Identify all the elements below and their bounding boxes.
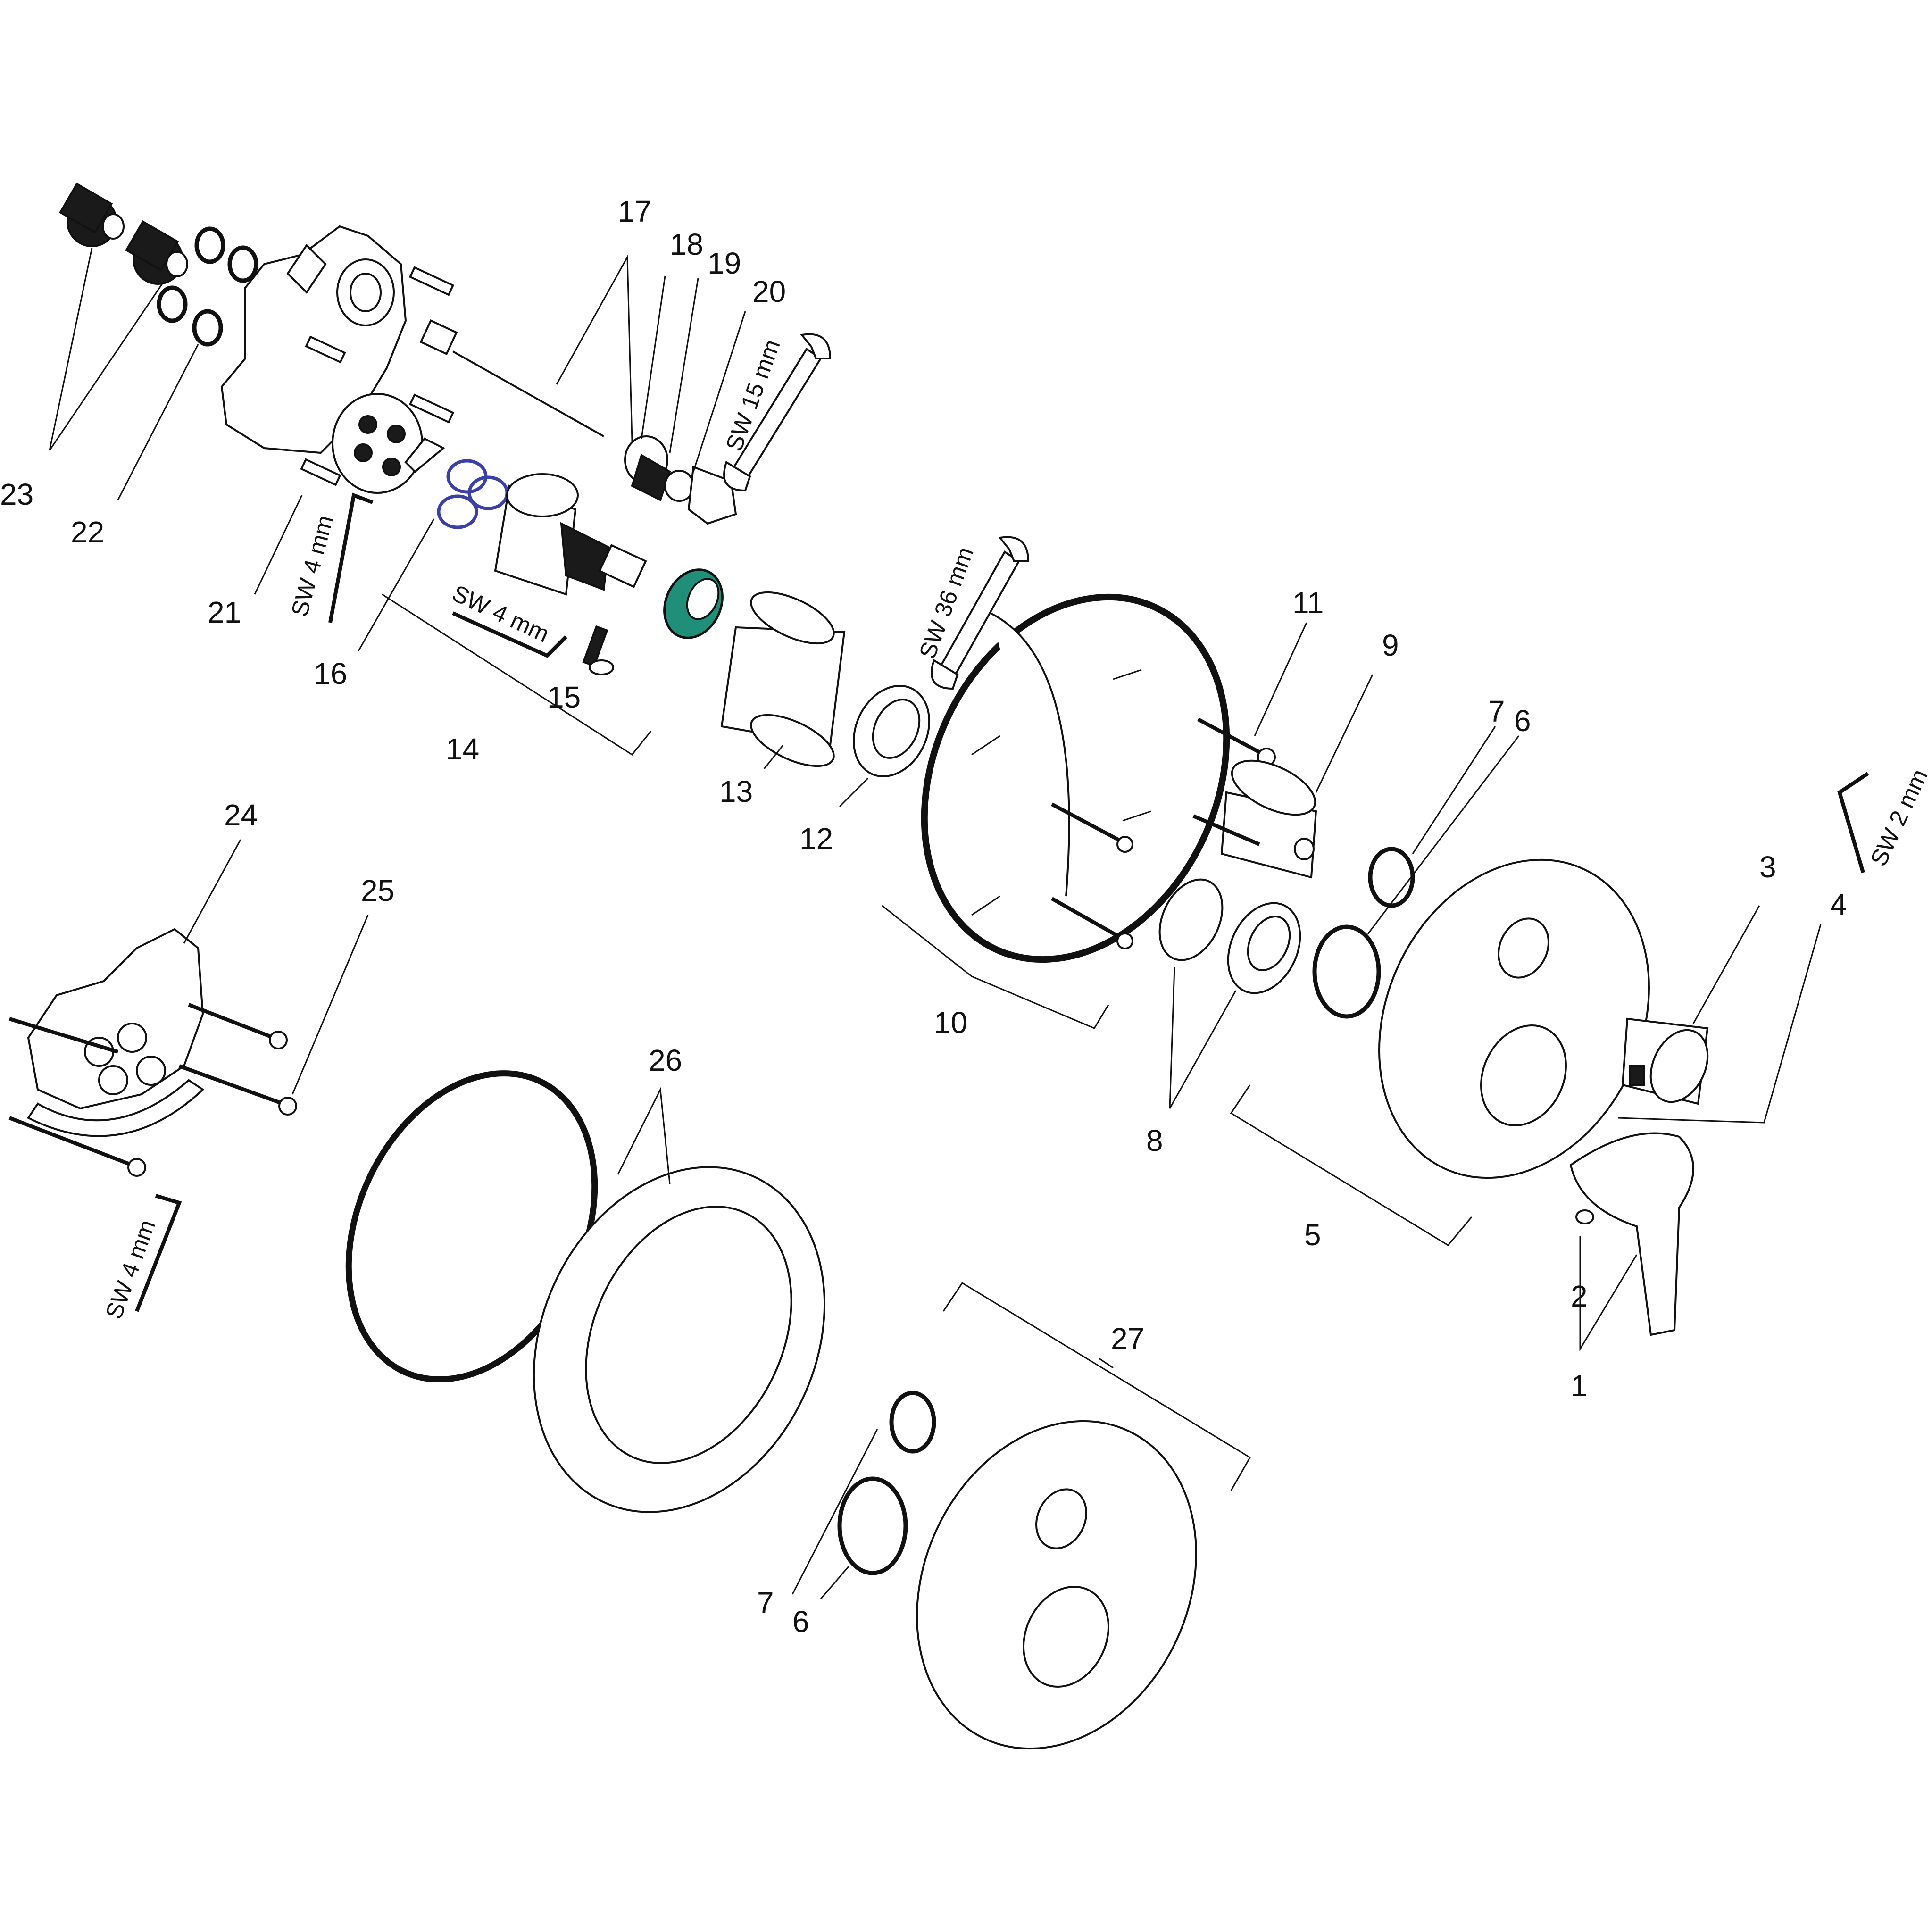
callout-26: 26 (649, 1043, 682, 1077)
part-14-cartridge (494, 473, 647, 596)
part-9-extension (1192, 759, 1317, 879)
part-8-clip-and-nut (1158, 878, 1301, 994)
part-4-grub-screw (1629, 1065, 1645, 1086)
sw2-hex-key-icon (1837, 772, 1869, 874)
callout-11: 11 (1292, 586, 1324, 620)
part-2-grub-screw (1575, 1209, 1594, 1224)
sw4-hex-key-icon-c (135, 1194, 182, 1312)
callout-3: 3 (1759, 850, 1776, 884)
callout-12: 12 (799, 822, 833, 856)
part-27-cover-plate (916, 1420, 1197, 1750)
part-3-cap (1621, 1017, 1709, 1105)
tool-label-sw4-b: SW 4 mm (448, 580, 553, 647)
callout-17: 17 (618, 194, 651, 228)
callout-21: 21 (208, 595, 241, 629)
part-1-lever-handle (1569, 1132, 1694, 1336)
tool-label-sw2: SW 2 mm (1865, 765, 1932, 870)
part-21-mixer-body (220, 225, 445, 494)
part-17-spindle (419, 319, 604, 437)
sw15-wrench-icon (723, 333, 832, 492)
sw4-hex-key-icon-a (328, 492, 374, 623)
part-18-19-diverter-cartridge (624, 435, 737, 525)
part-5-trim-plate (1378, 858, 1650, 1179)
part-25-screws (8, 1003, 297, 1177)
part-22-o-rings (157, 226, 258, 347)
callout-13: 13 (719, 774, 753, 808)
callout-19: 19 (708, 246, 741, 280)
tool-label-sw4-a: SW 4 mm (286, 512, 339, 619)
callout-2: 2 (1571, 1279, 1588, 1313)
part-10-mounting-plate (921, 593, 1230, 963)
callout-23: 23 (0, 477, 33, 511)
callout-22: 22 (71, 515, 104, 549)
callout-7-top: 7 (1488, 694, 1505, 728)
callout-6-bottom: 6 (792, 1605, 809, 1639)
callout-20: 20 (752, 275, 786, 308)
sw36-wrench-icon (931, 536, 1030, 690)
callout-4: 4 (1830, 888, 1847, 922)
callout-9: 9 (1382, 628, 1399, 662)
part-13-sleeve (720, 591, 846, 767)
callout-5: 5 (1304, 1218, 1321, 1252)
callout-10: 10 (934, 1006, 967, 1040)
part-14-green-ring-highlighted (663, 568, 724, 639)
callout-14: 14 (446, 732, 479, 766)
part-26-frame (533, 1166, 826, 1513)
part-12-nut (852, 684, 931, 778)
part-6-7-o-rings-bottom (837, 1391, 936, 1575)
callout-6-top: 6 (1514, 704, 1531, 738)
part-16-seal-highlighted (437, 459, 509, 529)
callout-27: 27 (1111, 1322, 1144, 1356)
plate-screws (1051, 802, 1133, 949)
part-15-screw (582, 625, 614, 675)
callout-16: 16 (314, 657, 347, 691)
body-screws (408, 266, 455, 424)
callout-18: 18 (670, 227, 703, 261)
part-11-screw (1197, 717, 1276, 766)
callout-8: 8 (1146, 1124, 1163, 1158)
callout-25: 25 (361, 874, 394, 908)
callout-7-bottom: 7 (757, 1586, 774, 1620)
part-23-inlet-adapters (59, 182, 188, 285)
part-6-7-o-rings-top (1312, 847, 1415, 1019)
callout-24: 24 (224, 798, 258, 832)
callout-15: 15 (547, 680, 581, 714)
sw4-hex-key-icon-b (452, 611, 567, 658)
callout-1: 1 (1571, 1369, 1588, 1403)
